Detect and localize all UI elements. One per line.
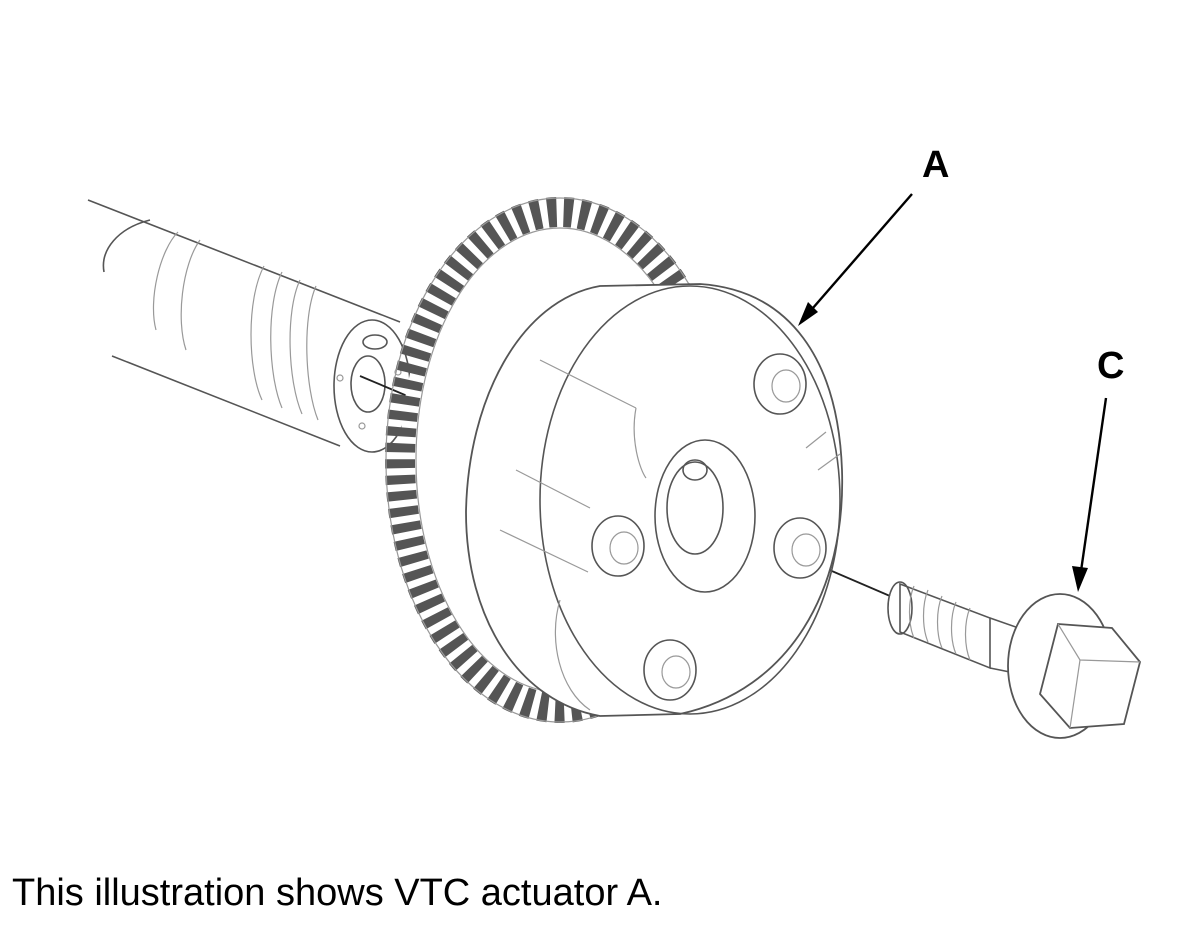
arrow-to-c [1072, 397, 1108, 592]
vtc-actuator-body [465, 283, 844, 717]
vtc-actuator-illustration [87, 193, 1141, 739]
caption: This illustration shows VTC actuator A. [12, 872, 663, 914]
label-a: A [922, 144, 950, 186]
arrow-to-a [798, 193, 913, 326]
bolt-c [887, 581, 1141, 739]
label-c: C [1097, 345, 1125, 387]
camshaft [87, 199, 411, 453]
